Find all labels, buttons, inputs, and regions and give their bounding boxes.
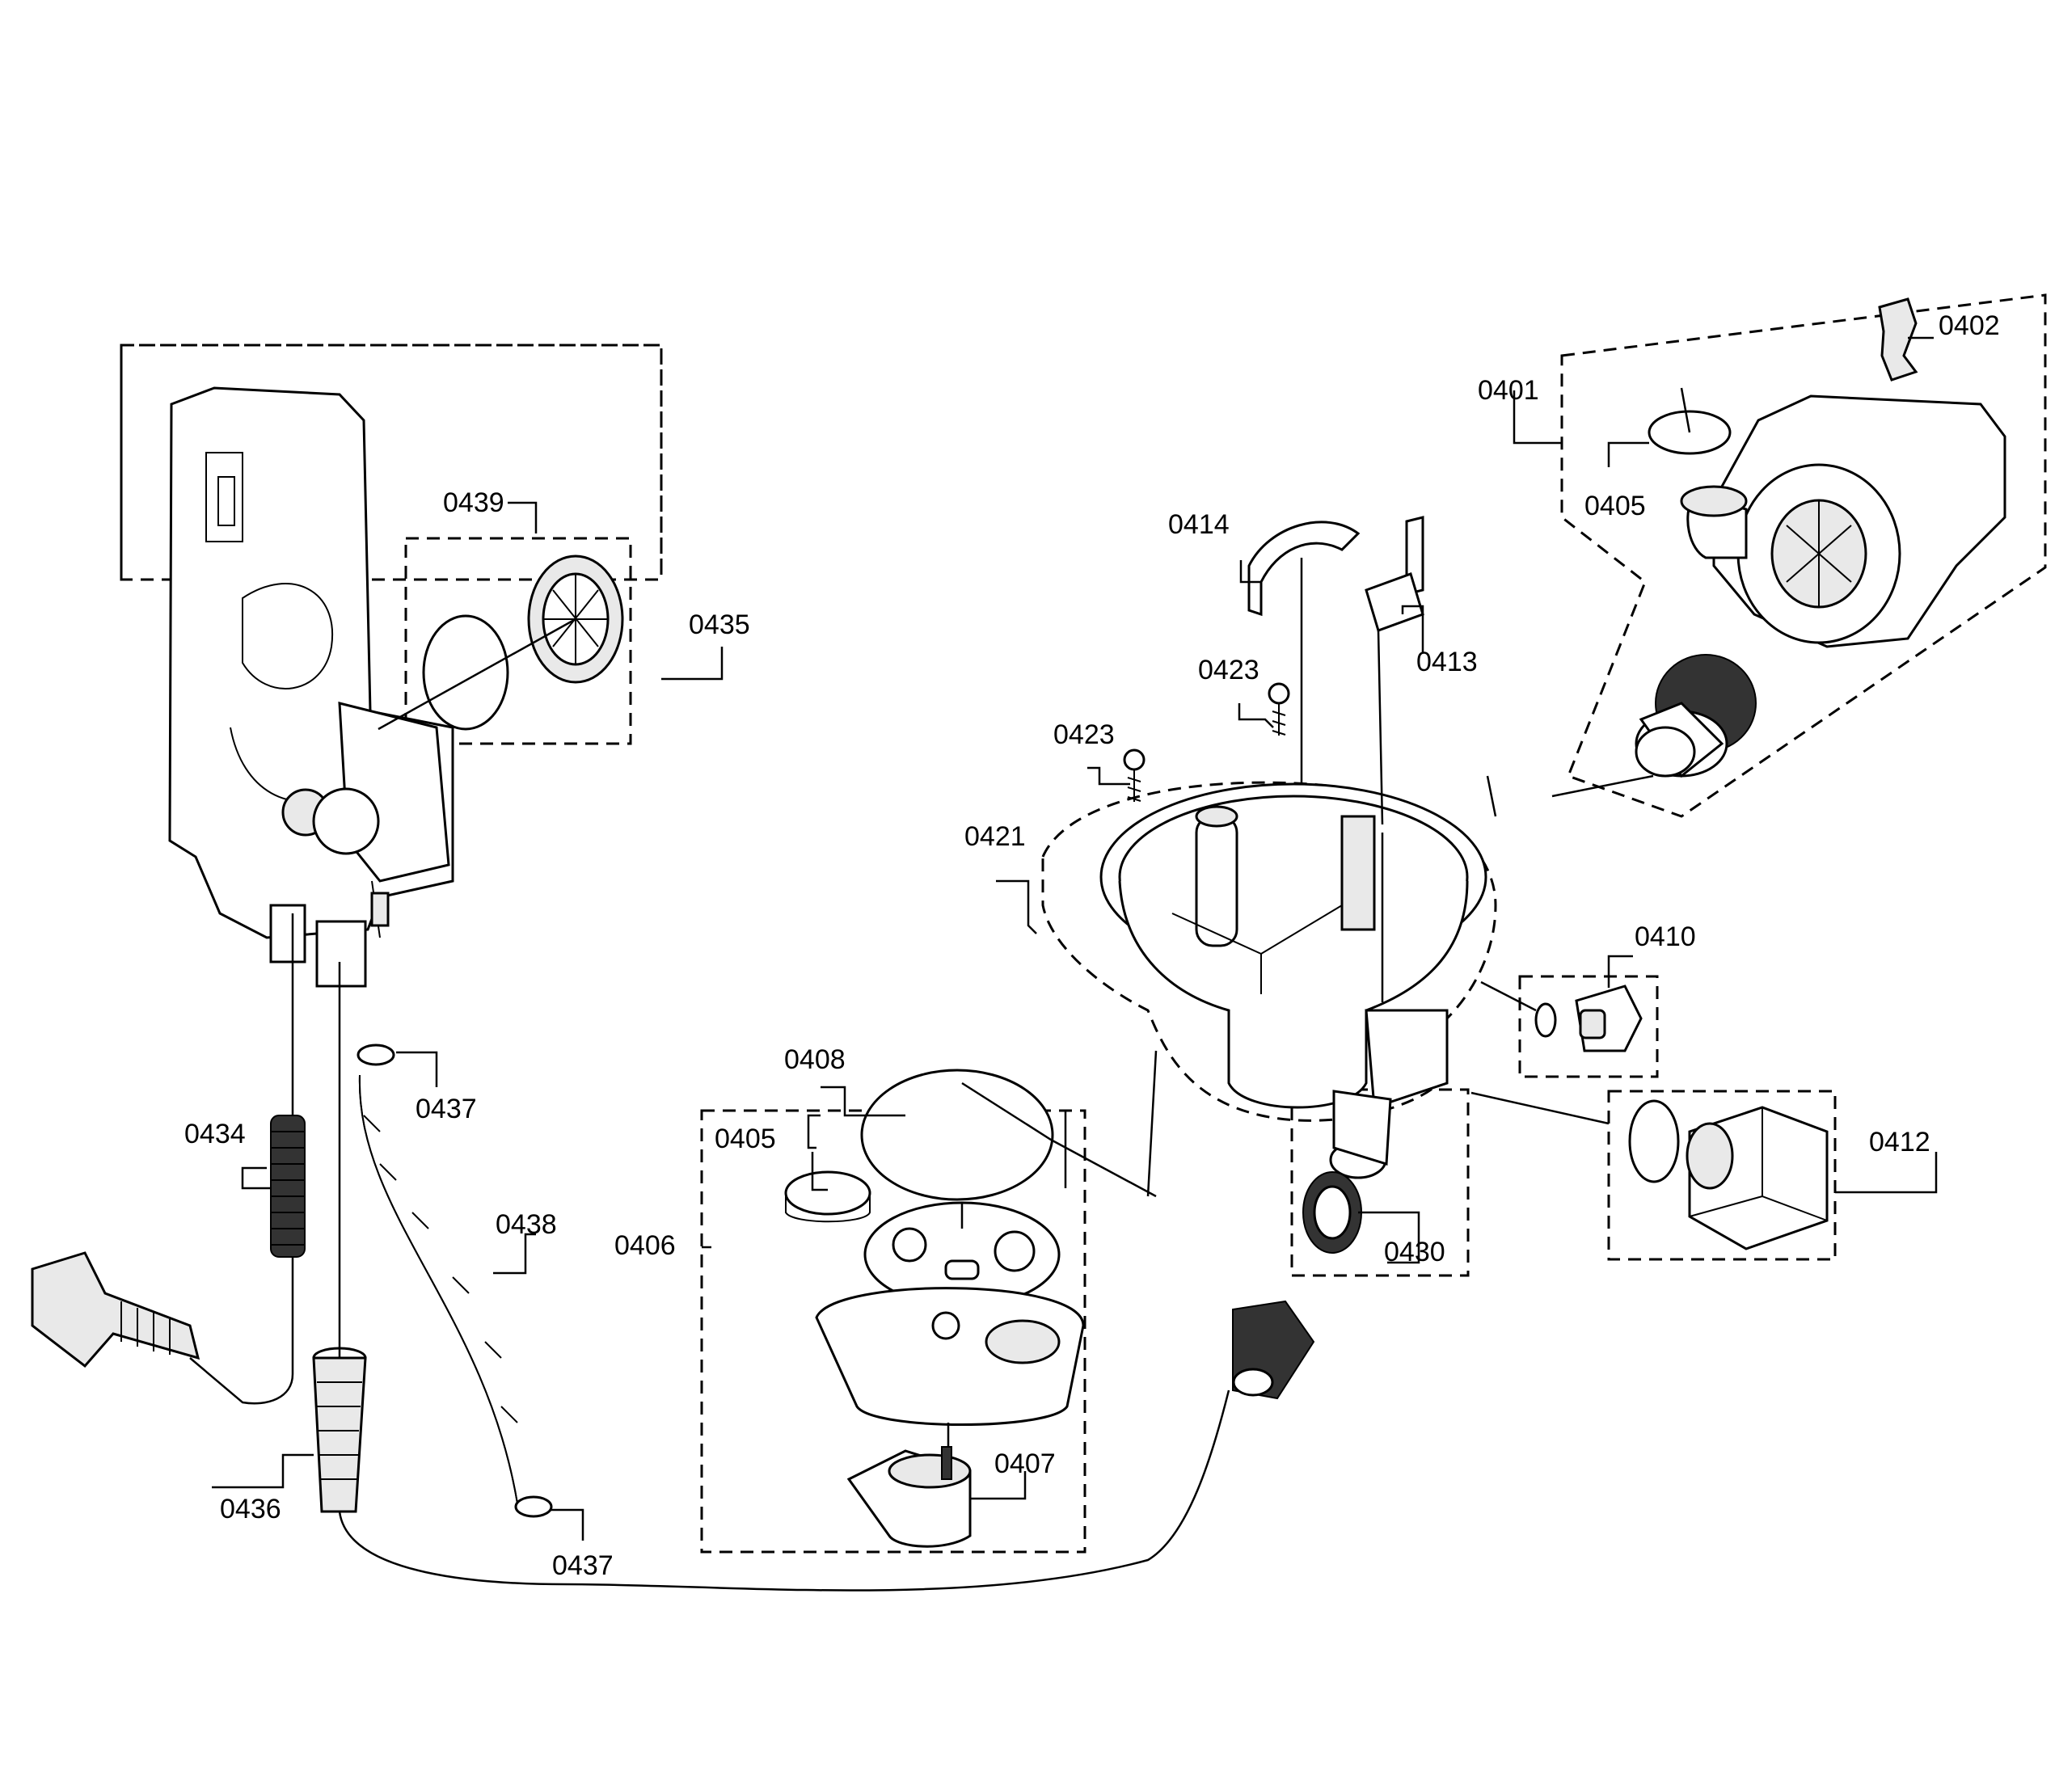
label-0406: 0406 <box>614 1230 676 1261</box>
label-0408: 0408 <box>784 1044 846 1075</box>
leader-lines-left <box>189 913 1230 1592</box>
group-box-0401 <box>1560 293 2047 818</box>
leader-0401-internal <box>1551 387 1691 798</box>
part-0413-bracket <box>1365 516 1424 632</box>
part-0434-corrugated-hose <box>270 1115 306 1258</box>
part-0421-sump <box>1099 782 1487 1179</box>
leader-lines-center <box>1300 558 1497 1002</box>
label-0423-upper: 0423 <box>1198 655 1259 685</box>
label-0405-upper: 0405 <box>1584 491 1646 521</box>
part-0412-drain-pump <box>1470 1091 1829 1250</box>
part-0414-clip <box>1247 521 1361 617</box>
part-hose-connector-lower <box>1232 1300 1315 1400</box>
label-0436: 0436 <box>220 1494 281 1524</box>
part-0408-gasket <box>860 1069 1054 1201</box>
label-0421: 0421 <box>964 821 1026 852</box>
label-0423-lower: 0423 <box>1053 719 1115 750</box>
label-0413: 0413 <box>1416 647 1478 677</box>
label-0437-upper: 0437 <box>416 1094 477 1124</box>
part-0439-ring-and-cover <box>378 554 624 731</box>
label-0439: 0439 <box>443 487 504 518</box>
group-outline-0421 <box>1041 781 1497 1122</box>
label-0434: 0434 <box>184 1119 246 1149</box>
part-0401-inlet-connector <box>1635 654 1757 778</box>
callout-leaders <box>212 336 1938 1541</box>
part-0437-clamps <box>357 1044 553 1518</box>
part-0423-screws <box>1123 682 1290 802</box>
label-0412: 0412 <box>1869 1127 1930 1157</box>
label-0402: 0402 <box>1939 310 2000 341</box>
label-0401: 0401 <box>1478 375 1539 406</box>
label-0430: 0430 <box>1384 1237 1445 1267</box>
part-drain-connector <box>31 1251 200 1368</box>
part-0436-drain-hose <box>312 1347 367 1513</box>
label-0407: 0407 <box>994 1448 1056 1479</box>
part-0438-hose <box>358 1074 518 1504</box>
leader-0406-internal <box>960 1050 1158 1229</box>
part-0430-check-valve <box>1302 1171 1362 1254</box>
label-0437-lower: 0437 <box>552 1550 614 1581</box>
part-0410-sensor <box>1480 980 1643 1052</box>
group-box-0435-upper <box>120 344 663 580</box>
part-0435-sump-housing <box>168 386 454 988</box>
group-box-0412 <box>1607 1090 1837 1261</box>
group-box-0439 <box>404 537 632 745</box>
label-0414: 0414 <box>1168 509 1230 540</box>
part-0405-clamp-lower <box>784 1170 871 1223</box>
part-0407-motor <box>846 1423 972 1548</box>
label-0405-lower: 0405 <box>715 1124 776 1154</box>
label-0438: 0438 <box>496 1209 557 1240</box>
part-0401-pump-housing <box>1680 394 2006 648</box>
part-0406-filter-assembly <box>815 1201 1085 1426</box>
label-0410: 0410 <box>1635 921 1696 952</box>
group-box-0410 <box>1518 975 1659 1078</box>
label-0435: 0435 <box>689 609 750 640</box>
part-0402-clip <box>1878 297 1918 382</box>
